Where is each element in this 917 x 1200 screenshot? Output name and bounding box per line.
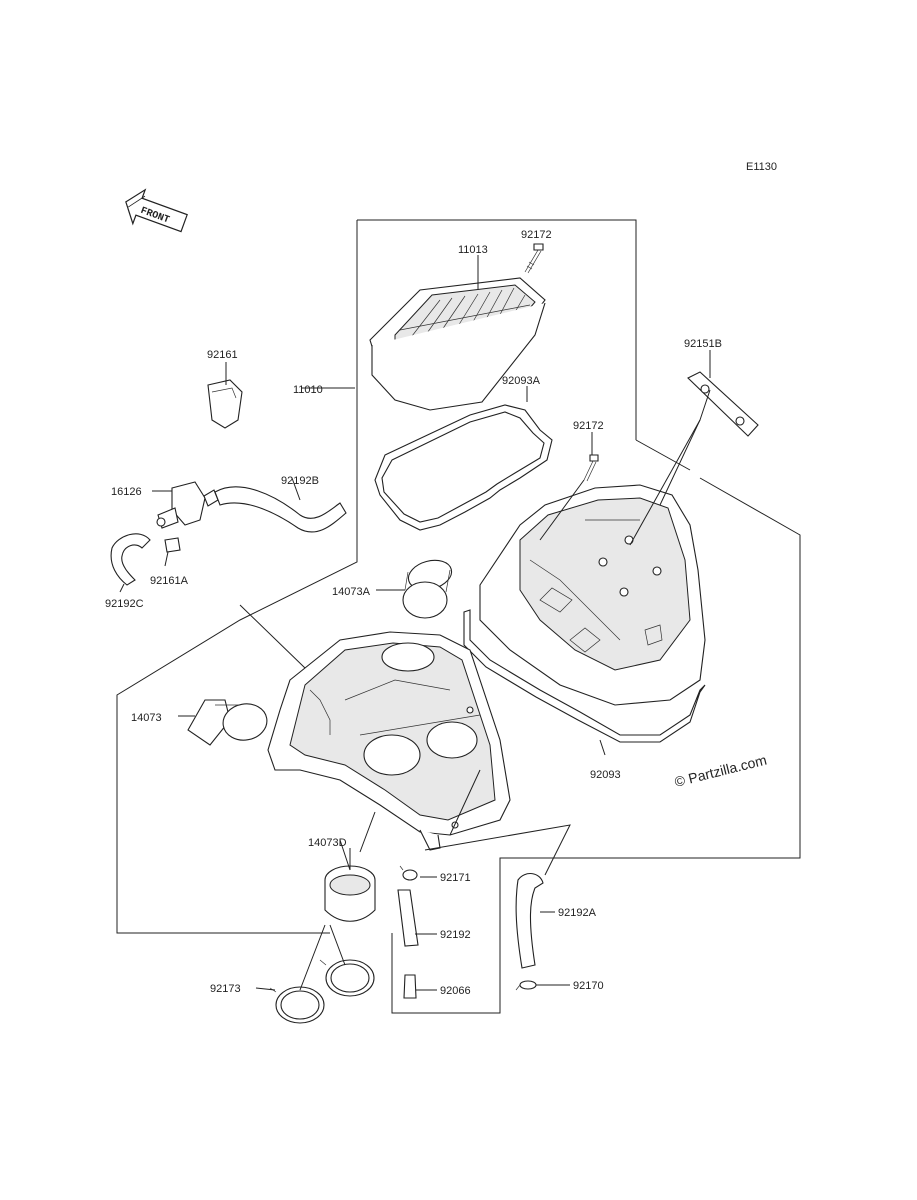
duct-14073D [324, 865, 376, 922]
screw-92172-top [524, 243, 544, 274]
duct-14073A [402, 559, 453, 619]
clamp-92170 [515, 980, 537, 991]
cap-92161 [207, 379, 243, 429]
label-92173: 92173 [210, 983, 241, 995]
part-labels: 92172 11013 92161 92151B 11010 92093A 92… [105, 229, 722, 997]
plate-92151B [687, 371, 759, 437]
label-92192B: 92192B [281, 475, 319, 487]
label-14073A: 14073A [332, 586, 371, 598]
label-92161: 92161 [207, 349, 238, 361]
plug-92066 [403, 974, 417, 999]
assembly-boundary [116, 219, 801, 1014]
label-92066: 92066 [440, 985, 471, 997]
label-92171: 92171 [440, 872, 471, 884]
duct-14073 [187, 699, 268, 746]
gasket-92093 [463, 609, 706, 743]
label-92093: 92093 [590, 769, 621, 781]
clamp-92173 [269, 959, 375, 1024]
hose-92192 [397, 889, 419, 947]
air-cleaner-case [267, 631, 511, 851]
label-92170: 92170 [573, 980, 604, 992]
clamp-92171 [399, 865, 418, 881]
label-92192C: 92192C [105, 598, 144, 610]
label-92172-top: 92172 [521, 229, 552, 241]
hose-92192B [214, 486, 347, 533]
hose-92192C [110, 533, 151, 586]
label-92192A: 92192A [558, 907, 597, 919]
cap-92161A [164, 537, 181, 553]
label-92161A: 92161A [150, 575, 189, 587]
label-11013: 11013 [458, 244, 488, 256]
hose-92192A [515, 873, 544, 969]
screw-92172-mid [583, 454, 599, 482]
leader-lines [119, 255, 711, 991]
valve-16126 [156, 481, 219, 529]
front-arrow-icon: FRONT [125, 188, 188, 233]
label-92192: 92192 [440, 929, 471, 941]
label-14073: 14073 [131, 712, 162, 724]
label-92151B: 92151B [684, 338, 722, 350]
label-92093A: 92093A [502, 375, 541, 387]
gasket-92093A [374, 404, 553, 531]
label-14073D: 14073D [308, 837, 347, 849]
label-11010: 11010 [293, 384, 323, 396]
watermark: © Partzilla.com [673, 752, 768, 790]
diagram-code: E1130 [746, 161, 777, 173]
air-cleaner-cover [479, 484, 706, 706]
label-16126: 16126 [111, 486, 142, 498]
label-92172-mid: 92172 [573, 420, 604, 432]
air-filter-element [369, 277, 546, 411]
